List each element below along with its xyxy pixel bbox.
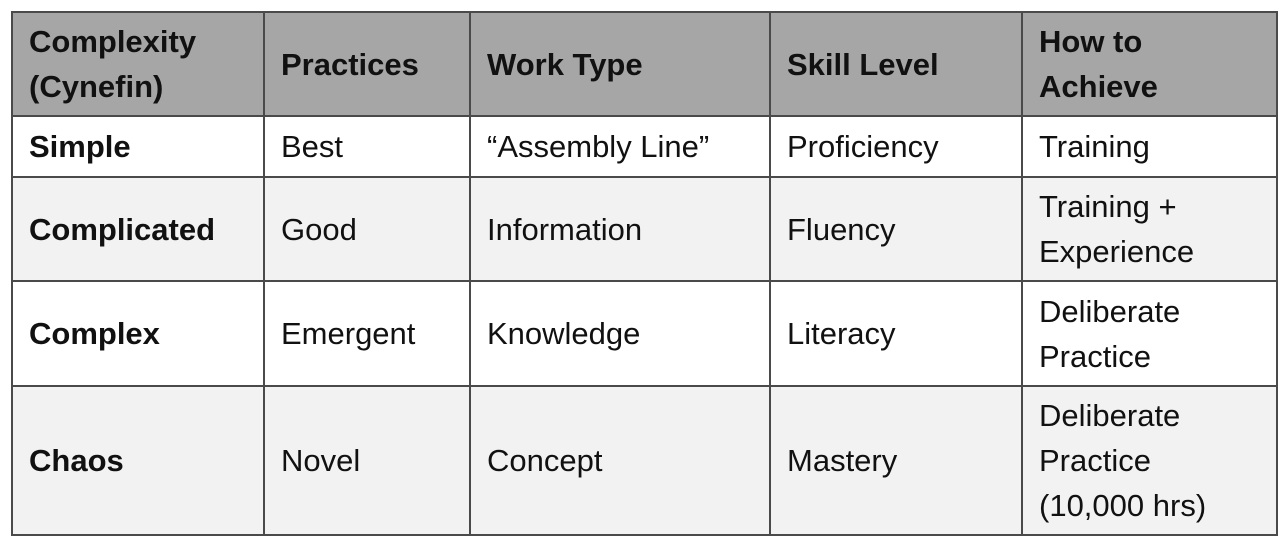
table-row-chaos: Chaos Novel Concept Mastery Deliberate P… xyxy=(11,385,1278,536)
cell-practices: Emergent xyxy=(263,280,471,387)
cell-complexity: Chaos xyxy=(11,385,265,536)
cell-how-to-achieve: Deliberate Practice (10,000 hrs) xyxy=(1021,385,1278,536)
cell-practices: Good xyxy=(263,176,471,282)
cell-how-to-achieve: Training + Experience xyxy=(1021,176,1278,282)
cynefin-skills-table: Complexity (Cynefin) Practices Work Type… xyxy=(11,11,1278,536)
table-row-complex: Complex Emergent Knowledge Literacy Deli… xyxy=(11,280,1278,387)
cell-work-type: Concept xyxy=(469,385,771,536)
cell-how-to-achieve: Deliberate Practice xyxy=(1021,280,1278,387)
cynefin-table-container: Complexity (Cynefin) Practices Work Type… xyxy=(11,11,1278,536)
cell-complexity: Complex xyxy=(11,280,265,387)
cell-practices: Novel xyxy=(263,385,471,536)
cell-skill-level: Mastery xyxy=(769,385,1023,536)
table-header-row: Complexity (Cynefin) Practices Work Type… xyxy=(11,11,1278,117)
header-skill-level: Skill Level xyxy=(769,11,1023,117)
cell-complexity: Simple xyxy=(11,115,265,178)
cell-skill-level: Fluency xyxy=(769,176,1023,282)
cell-practices: Best xyxy=(263,115,471,178)
cell-complexity: Complicated xyxy=(11,176,265,282)
header-work-type: Work Type xyxy=(469,11,771,117)
cell-work-type: “Assembly Line” xyxy=(469,115,771,178)
table-row-simple: Simple Best “Assembly Line” Proficiency … xyxy=(11,115,1278,178)
header-practices: Practices xyxy=(263,11,471,117)
table-row-complicated: Complicated Good Information Fluency Tra… xyxy=(11,176,1278,282)
cell-work-type: Knowledge xyxy=(469,280,771,387)
header-how-to-achieve: How to Achieve xyxy=(1021,11,1278,117)
cell-skill-level: Literacy xyxy=(769,280,1023,387)
cell-skill-level: Proficiency xyxy=(769,115,1023,178)
header-complexity: Complexity (Cynefin) xyxy=(11,11,265,117)
cell-how-to-achieve: Training xyxy=(1021,115,1278,178)
cell-work-type: Information xyxy=(469,176,771,282)
